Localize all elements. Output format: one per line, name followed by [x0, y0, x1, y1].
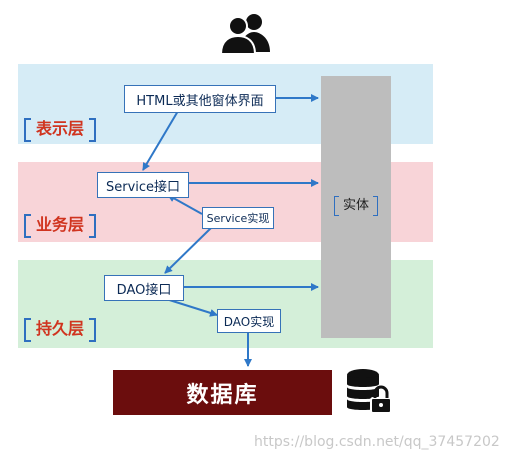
html-ui-box: HTML或其他窗体界面	[124, 85, 276, 113]
persistence-layer-label: 持久层	[24, 318, 97, 342]
watermark-text: https://blog.csdn.net/qq_37457202	[254, 434, 500, 450]
arrow-impl-to-dao	[164, 226, 213, 274]
dao-interface-box: DAO接口	[104, 275, 184, 301]
entity-label: 实体	[334, 196, 378, 216]
service-interface-box: Service接口	[97, 172, 189, 198]
users-icon	[219, 14, 270, 55]
business-layer-label: 业务层	[24, 214, 97, 238]
entity-column	[321, 76, 391, 338]
database-box: 数据库	[113, 370, 332, 415]
arrow-impl-to-service	[167, 194, 203, 215]
dao-impl-box: DAO实现	[217, 309, 281, 333]
arrow-ui-to-service	[142, 110, 179, 171]
presentation-layer-label: 表示层	[24, 118, 97, 142]
database-lock-icon	[347, 369, 392, 414]
service-impl-box: Service实现	[202, 207, 274, 229]
